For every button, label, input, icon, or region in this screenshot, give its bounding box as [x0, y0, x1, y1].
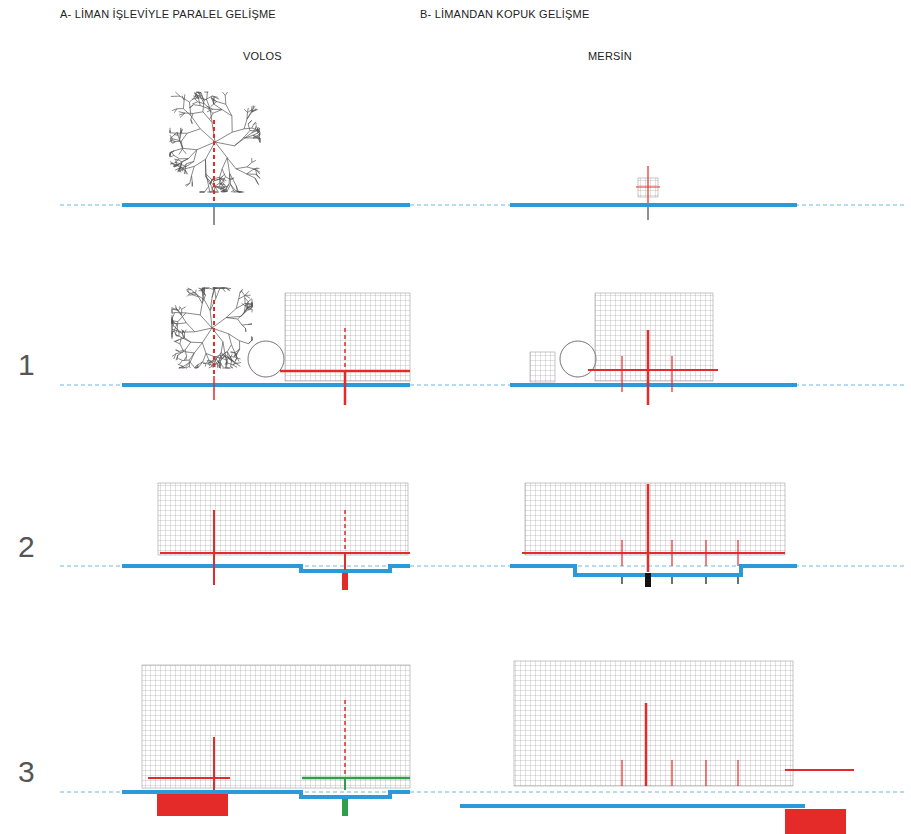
- column-heading: B- LİMANDAN KOPUK GELİŞME: [420, 8, 589, 20]
- column-heading: MERSİN: [588, 50, 632, 62]
- stage-number: 2: [18, 530, 35, 564]
- stage-number: 1: [18, 348, 35, 382]
- column-heading: A- LİMAN İŞLEVİYLE PARALEL GELİŞME: [60, 8, 276, 20]
- column-heading: VOLOS: [243, 50, 282, 62]
- stage-number: 3: [18, 755, 35, 789]
